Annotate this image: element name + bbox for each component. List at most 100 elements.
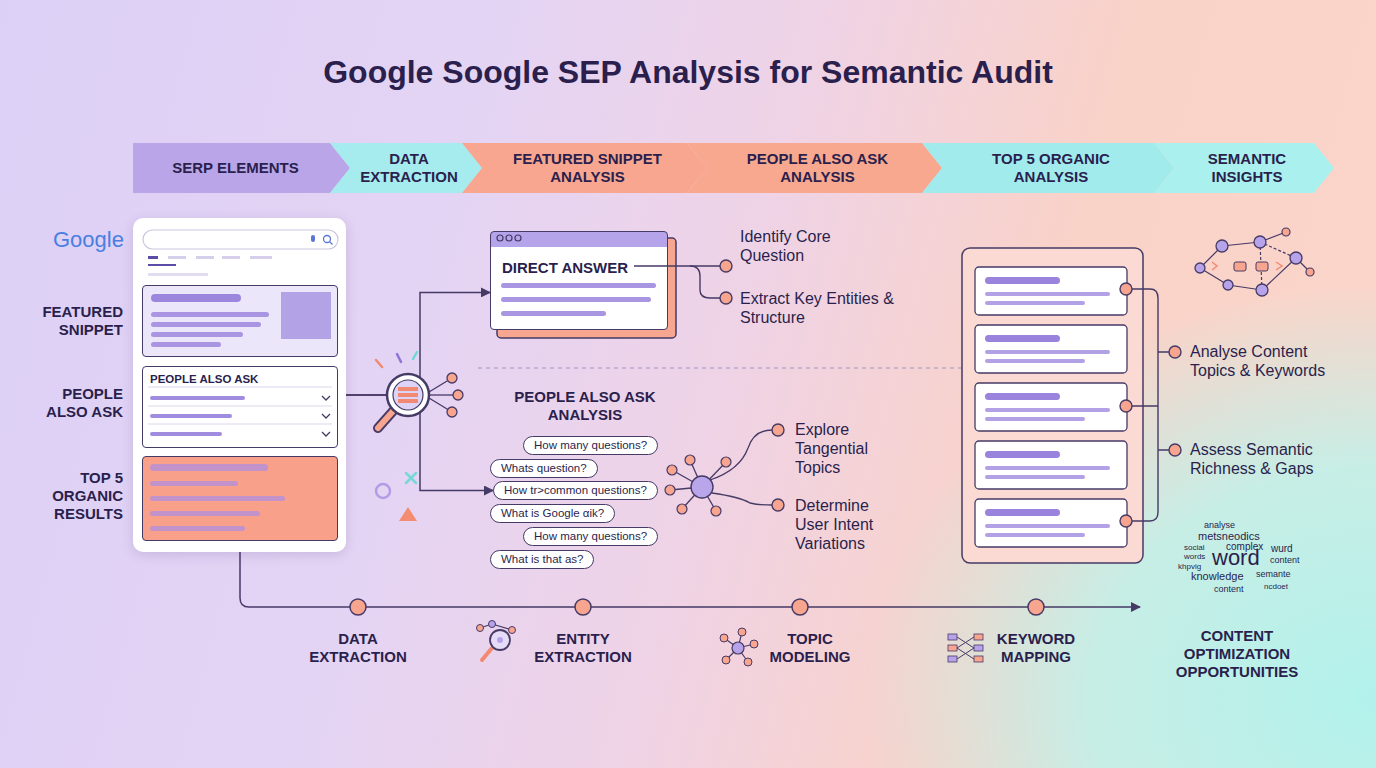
question-text: What is that as? [501, 552, 583, 567]
direct-answer-card: DIRECT ANSWER [490, 231, 668, 330]
keyword-mapping-icon [948, 656, 957, 662]
confetti-decoration [406, 473, 416, 483]
semantic-network-icon [1282, 228, 1290, 236]
question-text: How many questions? [534, 529, 647, 544]
paa-network-icon [672, 470, 702, 487]
annotation-label: DATA EXTRACTION [303, 630, 413, 666]
magnifier-icon [387, 374, 429, 416]
organic-results-panel [985, 301, 1085, 305]
timeline-arrow [240, 552, 1140, 607]
organic-results-panel [975, 499, 1127, 547]
organic-results-panel [962, 248, 1143, 563]
organic-bracket [1120, 283, 1181, 527]
timeline-arrow [240, 552, 1140, 615]
paa-network-icon [691, 476, 713, 498]
keyword-mapping-icon [974, 634, 983, 640]
magnifier-icon [378, 410, 394, 428]
paa-network-icon [690, 460, 702, 487]
question-text: How many questions? [534, 438, 647, 453]
search-engine-logo: Google [53, 227, 124, 253]
confetti-decoration [406, 473, 416, 483]
entity-extraction-icon [477, 625, 484, 632]
magnifier-icon [447, 373, 457, 383]
step-title: SEMANTIC INSIGHTS [1197, 150, 1297, 186]
organic-bracket [1120, 283, 1132, 295]
element-label: PEOPLE ALSO ASK [31, 385, 123, 421]
entity-extraction-icon [489, 621, 496, 628]
magnifier-icon [429, 398, 452, 412]
question-pill: What is that as? [490, 550, 594, 569]
question-pill: How many questions? [523, 436, 658, 455]
organic-bracket [1120, 515, 1132, 527]
timeline-arrow [575, 599, 591, 615]
organic-bracket [1169, 444, 1181, 456]
paa-network-icon [710, 430, 772, 480]
organic-bracket [1132, 352, 1169, 450]
question-pill: How tr>common questions? [493, 481, 658, 500]
confetti-decoration [397, 354, 401, 362]
paa-network-icon [667, 465, 677, 475]
magnifier-icon [429, 394, 458, 395]
flow-arrow [346, 395, 493, 490]
semantic-network-icon [1260, 242, 1296, 258]
semantic-network-icon [1195, 263, 1205, 273]
confetti-decoration [376, 484, 390, 498]
word-cloud-word: words [1184, 552, 1205, 562]
topic-modeling-icon [722, 656, 730, 664]
keyword-mapping-icon [948, 634, 983, 662]
organic-results-panel [985, 533, 1085, 537]
entity-extraction-icon [482, 648, 492, 660]
word-cloud-word: wurd [1271, 543, 1293, 555]
annotation-label: Assess Semantic Richness & Gaps [1190, 440, 1355, 478]
organic-results-panel [985, 359, 1085, 363]
topic-modeling-icon [738, 644, 754, 648]
question-text: What is Google αik? [501, 506, 604, 521]
topic-modeling-icon [738, 648, 748, 662]
magnifier-icon [378, 410, 394, 428]
semantic-network-icon [1256, 284, 1268, 296]
step-title: PEOPLE ALSO ASK ANALYSIS [730, 150, 905, 186]
word-cloud-word: social [1184, 543, 1204, 553]
semantic-network-icon [1262, 258, 1296, 290]
box-heading: PEOPLE ALSO ASK [150, 373, 258, 385]
topic-modeling-icon [720, 628, 758, 666]
paa-network-icon [712, 493, 772, 505]
magnifier-icon [447, 407, 457, 417]
topic-modeling-icon [726, 648, 738, 660]
snippet-leader-lines [720, 260, 732, 272]
snippet-leader-lines [690, 266, 720, 298]
organic-results-panel [985, 277, 1060, 284]
organic-results-panel [985, 466, 1110, 470]
organic-results-panel [985, 335, 1060, 342]
annotation-label: Extract Key Entities & Structure [740, 289, 905, 327]
semantic-network-icon [1212, 262, 1217, 270]
organic-results-panel [985, 350, 1110, 354]
flow-arrow [346, 292, 490, 395]
organic-results-panel [985, 524, 1110, 528]
paa-network-icon [665, 485, 675, 495]
timeline-arrow [350, 599, 366, 615]
semantic-network-icon [1296, 258, 1310, 272]
semantic-network-icon [1200, 246, 1222, 268]
magnifier-icon [398, 387, 418, 391]
organic-results-panel [985, 451, 1060, 458]
confetti-decoration [376, 352, 417, 521]
element-label: TOP 5 ORGANIC RESULTS [31, 469, 123, 523]
word-cloud-word: word [1212, 545, 1260, 571]
step-title: DATA EXTRACTION [359, 150, 459, 186]
semantic-network-icon [1222, 242, 1260, 246]
paa-network-icon [677, 504, 687, 514]
annotation-label: KEYWORD MAPPING [986, 630, 1086, 666]
topic-modeling-icon [744, 658, 752, 666]
word-cloud-word: content [1270, 555, 1300, 566]
organic-results-panel [985, 292, 1110, 296]
paa-network-icon [665, 424, 784, 516]
annotation-label: PEOPLE ALSO ASK ANALYSIS [505, 388, 665, 424]
question-pill: What is Google αik? [490, 504, 615, 523]
step-chevron: TOP 5 ORGANIC ANALYSIS [922, 143, 1174, 193]
organic-bracket [1132, 289, 1158, 521]
organic-results-panel [985, 393, 1060, 400]
word-cloud-word: analyse [1204, 520, 1235, 531]
card-title: DIRECT ANSWER [502, 259, 628, 276]
